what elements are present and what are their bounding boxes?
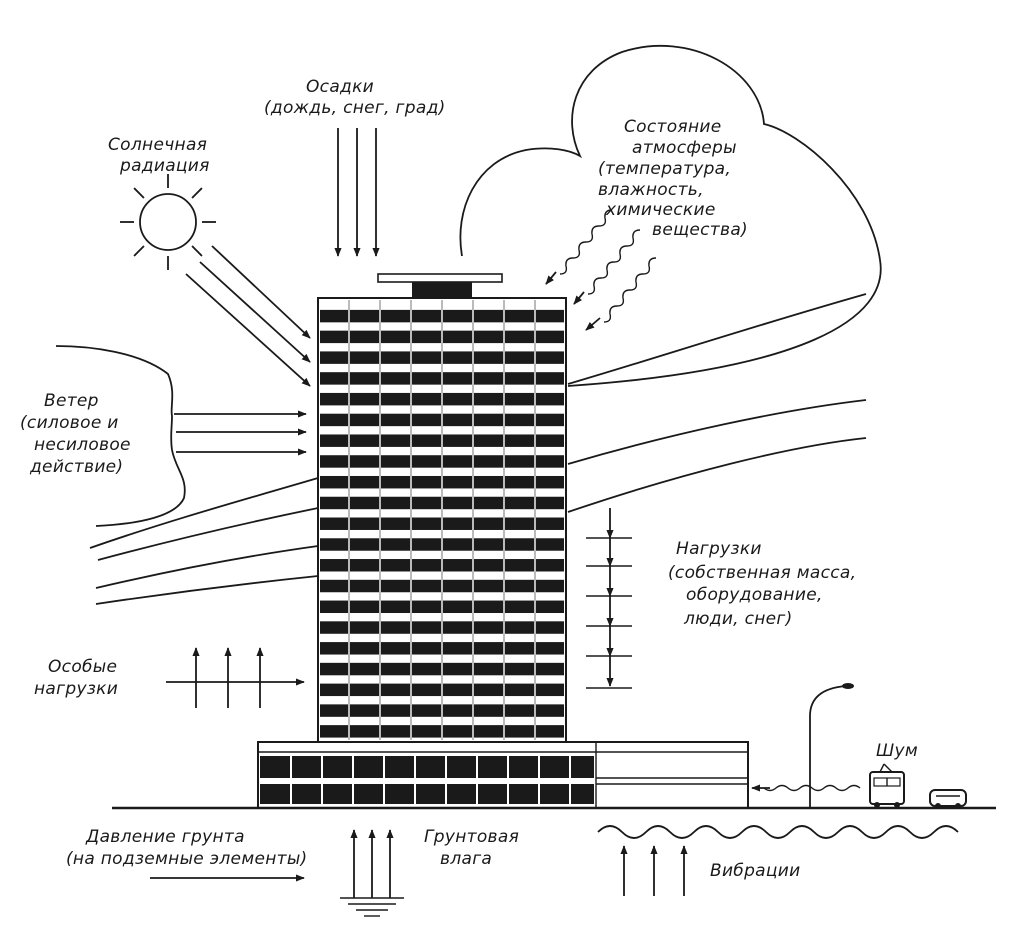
tram-icon [869, 763, 905, 808]
atmosphere-wavy-arrows [545, 209, 657, 331]
vibration-label: Вибрации [710, 861, 800, 881]
vibration-arrows [620, 845, 688, 896]
wind-arrows [174, 410, 307, 456]
noise-label: Шум [876, 741, 918, 761]
special-loads-arrows [166, 647, 305, 708]
ground-moisture-arrows [350, 829, 394, 898]
tower [317, 273, 567, 743]
solar-radiation-arrows [185, 245, 311, 387]
solar-radiation-label: Солнечная радиация [108, 135, 213, 176]
loads-label: Нагрузки (собственная масса, оборудовани… [668, 539, 862, 629]
podium [257, 741, 749, 809]
street-lamp-icon [809, 683, 854, 808]
ground-pressure-label: Давление грунта (на подземные элементы) [66, 827, 307, 869]
ground-moisture-label: Грунтовая влага [424, 827, 525, 869]
roof-block [412, 282, 472, 298]
loads-arrows [586, 508, 632, 689]
atmosphere-label: Состояние атмосферы (температура, влажно… [598, 117, 748, 240]
precipitation-label: Осадки (дождь, снег, град) [264, 77, 446, 118]
tower-window-bands [320, 300, 564, 740]
noise-wave [763, 784, 861, 792]
groundwater-symbol [340, 897, 404, 917]
vibration-wave [597, 825, 959, 839]
wind-bubble [55, 345, 186, 527]
atmosphere-cloud [459, 44, 882, 387]
sun-icon [120, 174, 216, 270]
roof-canopy [377, 273, 503, 283]
special-loads-label: Особые нагрузки [34, 657, 123, 699]
wind-label: Ветер (силовое и несиловое действие) [20, 391, 137, 477]
precipitation-arrows [334, 128, 380, 257]
car-icon [929, 789, 967, 809]
wind-streamlines [89, 293, 867, 605]
